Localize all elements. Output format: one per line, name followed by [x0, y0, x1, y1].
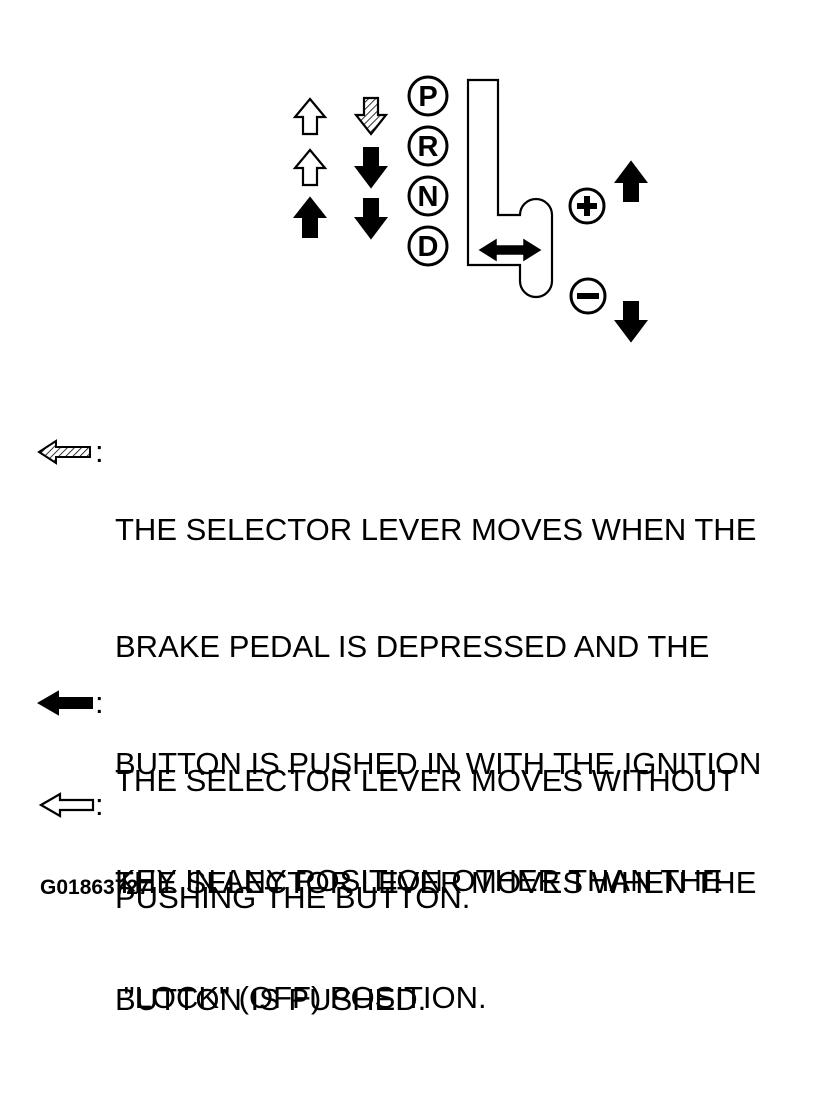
shift-pattern-diagram: P R N D: [292, 75, 648, 343]
shift-gate-outline: [466, 78, 554, 299]
gate-labels: P R N D: [407, 75, 449, 267]
legend-colon: :: [95, 787, 104, 822]
manual-minus: [569, 277, 648, 343]
hatched-down-arrow-icon: [353, 96, 389, 136]
solid-down-arrow-icon: [354, 147, 388, 189]
outline-up-arrow-icon: [292, 97, 328, 136]
svg-text:P: P: [418, 81, 437, 113]
double-arrow-icon: [478, 238, 542, 262]
gate-n: N: [407, 175, 449, 217]
gate-d: D: [407, 225, 449, 267]
hatched-arrow-icon: [37, 439, 91, 465]
solid-down-arrow-icon: [354, 198, 388, 240]
gate-r: R: [407, 125, 449, 167]
legend-description: THE SELECTOR LEVER MOVES WHEN THE BUTTON…: [115, 865, 757, 1017]
solid-arrow-icon: [37, 690, 93, 716]
figure-code: G01863727: [40, 876, 150, 899]
svg-text:N: N: [418, 181, 439, 213]
svg-text:D: D: [418, 231, 439, 263]
legend-colon: :: [95, 434, 104, 469]
gate-p: P: [407, 75, 449, 117]
down-arrows-column: [353, 96, 389, 240]
manual-plus: [568, 160, 648, 225]
legend-description: THE SELECTOR LEVER MOVES WITHOUT PUSHING…: [115, 763, 737, 915]
legend-colon: :: [95, 685, 104, 720]
outline-arrow-icon: [38, 792, 95, 818]
solid-up-arrow-icon: [292, 196, 328, 238]
solid-down-arrow-icon: [614, 301, 648, 343]
outline-up-arrow-icon: [292, 148, 328, 187]
solid-up-arrow-icon: [614, 160, 648, 202]
svg-text:R: R: [418, 131, 439, 163]
up-arrows-column: [292, 97, 328, 238]
